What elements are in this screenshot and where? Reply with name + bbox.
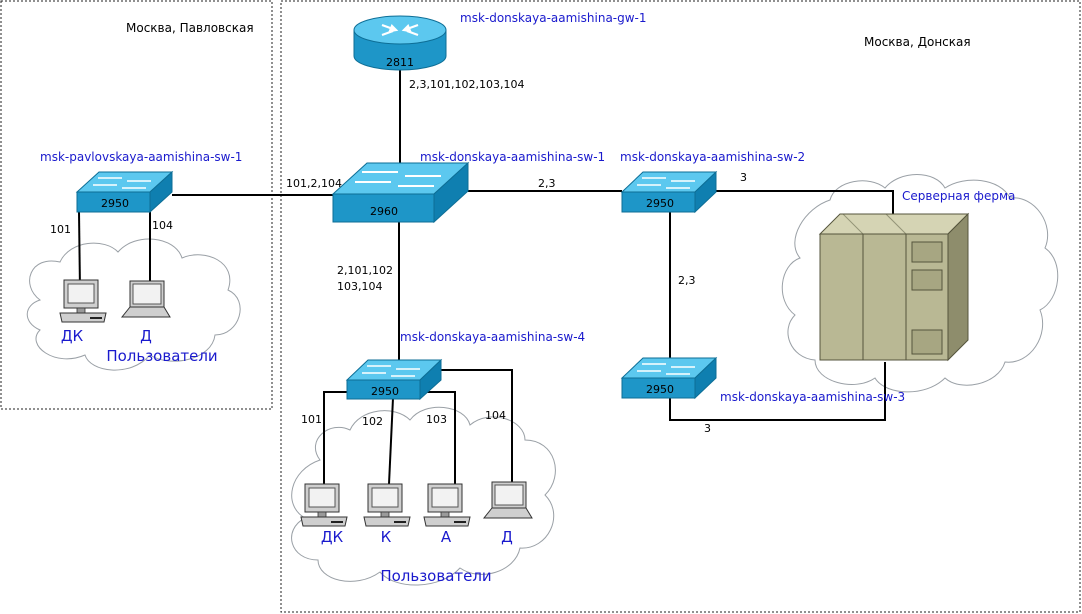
link-sw4-pc1 <box>323 391 347 484</box>
host-label: А <box>441 528 452 546</box>
device-name-server-farm: Серверная ферма <box>902 189 1015 203</box>
link-label-sw4-pc4: 104 <box>485 409 506 422</box>
switch-arrows-icon <box>93 177 151 189</box>
switch-arrows-icon <box>362 365 420 377</box>
site-label-donskaya: Москва, Донская <box>864 35 971 49</box>
link-label-sw2-server: 3 <box>740 171 747 184</box>
users-group-label-donskaya: Пользователи <box>380 567 491 585</box>
device-name-sw-2: msk-donskaya-aamishina-sw-2 <box>620 150 805 164</box>
host-label: ДК <box>61 327 84 345</box>
site-boundary-pavlovskaya <box>0 0 273 410</box>
device-name-sw-1: msk-donskaya-aamishina-sw-1 <box>420 150 605 164</box>
switch-sw-2[interactable]: 2950 <box>620 170 718 214</box>
link-label-sw1-sw2: 2,3 <box>538 177 556 190</box>
site-label-pavlovskaya: Москва, Павловская <box>126 21 254 35</box>
site-boundary-donskaya <box>280 0 1081 613</box>
device-name-sw-4: msk-donskaya-aamishina-sw-4 <box>400 330 585 344</box>
users-group-label-pavlovskaya: Пользователи <box>106 347 217 365</box>
host-label: К <box>381 528 392 546</box>
switch-model: 2950 <box>646 197 674 210</box>
switch-model: 2960 <box>370 205 398 218</box>
host-label: ДК <box>321 528 344 546</box>
link-label-pswitch-pc2: 104 <box>152 219 173 232</box>
link-pswitch-pc1 <box>78 211 81 291</box>
link-label-sw4-pc2: 102 <box>362 415 383 428</box>
switch-pavlovskaya-sw-1[interactable]: 2950 <box>75 170 174 214</box>
users-cloud-donskaya <box>291 406 556 586</box>
host-label: Д <box>140 327 152 345</box>
switch-sw-4[interactable]: 2950 <box>345 358 443 401</box>
router-icon <box>381 23 419 37</box>
link-label-gw-sw1: 2,3,101,102,103,104 <box>409 78 524 91</box>
link-sw2-server <box>716 190 894 216</box>
link-sw4-pc4 <box>440 369 513 484</box>
switch-model: 2950 <box>646 383 674 396</box>
switch-model: 2950 <box>371 385 399 398</box>
link-label-sw4-pc3: 103 <box>426 413 447 426</box>
link-label-sw3-server: 3 <box>704 422 711 435</box>
link-sw4-pc2 <box>388 397 394 485</box>
device-name-sw-3: msk-donskaya-aamishina-sw-3 <box>720 390 905 404</box>
device-name-gw-1: msk-donskaya-aamishina-gw-1 <box>460 11 647 25</box>
switch-arrows-icon <box>637 177 695 189</box>
link-label-sw1-sw4: 2,101,102 <box>337 264 393 277</box>
server-rack-icon[interactable] <box>818 212 970 362</box>
link-sw3-server <box>669 362 886 421</box>
router-model: 2811 <box>386 56 414 69</box>
host-label: Д <box>501 528 513 546</box>
link-label-pswitch-sw1: 101,2,104 <box>286 177 342 190</box>
link-label-sw1-sw4-cont: 103,104 <box>337 280 383 293</box>
device-name-pavlovskaya-sw-1: msk-pavlovskaya-aamishina-sw-1 <box>40 150 242 164</box>
link-label-sw2-sw3: 2,3 <box>678 274 696 287</box>
switch-arrows-icon <box>637 363 695 375</box>
switch-arrows-icon <box>355 171 441 187</box>
link-sw4-pc3 <box>420 391 456 484</box>
router-gw-1[interactable]: 2811 <box>353 15 447 71</box>
link-label-sw4-pc1: 101 <box>301 413 322 426</box>
switch-sw-1[interactable]: 2960 <box>331 161 470 224</box>
link-label-pswitch-pc1: 101 <box>50 223 71 236</box>
switch-model: 2950 <box>101 197 129 210</box>
switch-sw-3[interactable]: 2950 <box>620 356 718 400</box>
